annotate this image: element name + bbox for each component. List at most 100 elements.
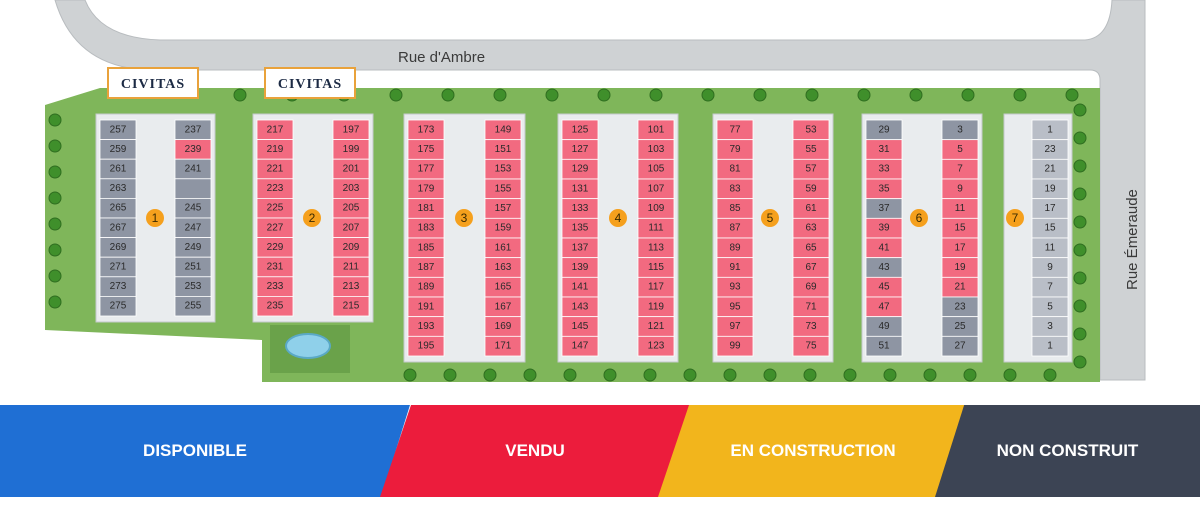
lot-99[interactable] — [716, 335, 754, 357]
blocks-layer: 2572592612632652672692712732752372392412… — [95, 113, 1073, 363]
lot-number: 77 — [729, 124, 741, 135]
lot-number: 191 — [418, 301, 435, 312]
lot-number: 83 — [729, 183, 741, 194]
lot-number: 163 — [495, 262, 512, 273]
lot-number: 219 — [267, 144, 284, 155]
lot-number: 65 — [805, 242, 817, 253]
lot-number: 159 — [495, 223, 512, 234]
lot-number: 227 — [267, 222, 284, 233]
legend-available-label: DISPONIBLE — [143, 441, 247, 460]
svg-text:CIVITAS: CIVITAS — [278, 77, 342, 92]
lot-number: 67 — [805, 262, 817, 273]
lot-number: 257 — [110, 124, 127, 135]
lot-275[interactable] — [99, 295, 137, 317]
lot-number: 127 — [572, 144, 589, 155]
lot-number: 101 — [648, 124, 665, 135]
lot-number: 171 — [495, 341, 512, 352]
lot-number: 93 — [729, 282, 741, 293]
lot-number: 25 — [954, 321, 966, 332]
lot-number: 73 — [805, 321, 817, 332]
lot-171[interactable] — [484, 335, 522, 357]
lot-number: 181 — [418, 203, 435, 214]
lot-number: 3 — [957, 124, 963, 135]
lot-blank[interactable] — [174, 178, 212, 199]
lot-195[interactable] — [407, 335, 445, 357]
lot-number: 173 — [418, 124, 435, 135]
lot-number: 165 — [495, 282, 512, 293]
lot-75[interactable] — [792, 335, 830, 357]
lot-number: 125 — [572, 124, 589, 135]
lot-number: 213 — [343, 281, 360, 292]
lot-number: 107 — [648, 183, 665, 194]
lot-number: 239 — [185, 144, 202, 155]
lot-number: 17 — [1044, 203, 1056, 214]
block-4: 1251271291311331351371391411431451471011… — [557, 113, 679, 363]
lot-235[interactable] — [256, 295, 294, 317]
roads — [54, 0, 1146, 381]
lot-number: 167 — [495, 301, 512, 312]
lot-number: 151 — [495, 144, 512, 155]
lot-number: 267 — [110, 222, 127, 233]
lot-number: 139 — [572, 262, 589, 273]
lot-number: 19 — [954, 262, 966, 273]
lot-number: 99 — [729, 341, 741, 352]
lot-number: 81 — [729, 164, 741, 175]
lot-number: 103 — [648, 144, 665, 155]
lot-255[interactable] — [174, 295, 212, 317]
legend-not-built-label: NON CONSTRUIT — [996, 441, 1139, 460]
lot-number: 183 — [418, 223, 435, 234]
lot-number: 161 — [495, 242, 512, 253]
street-label-right: Rue Émeraude — [1124, 189, 1141, 290]
lot-number: 207 — [343, 222, 360, 233]
lot-number: 195 — [418, 341, 435, 352]
svg-text:7: 7 — [1012, 211, 1019, 225]
lot-number: 47 — [878, 301, 890, 312]
lot-number: 37 — [878, 203, 890, 214]
lot-number: 9 — [1047, 262, 1053, 273]
pool — [285, 333, 331, 359]
legend-construction: EN CONSTRUCTION — [658, 405, 968, 497]
lot-number: 205 — [343, 203, 360, 214]
lot-number: 63 — [805, 223, 817, 234]
lot-number: 237 — [185, 124, 202, 135]
lot-number: 9 — [957, 183, 963, 194]
lot-1[interactable] — [1031, 335, 1069, 357]
lot-51[interactable] — [865, 335, 903, 357]
lot-number: 1 — [1047, 341, 1053, 352]
lot-number: 15 — [1044, 223, 1056, 234]
lot-number: 221 — [267, 164, 284, 175]
lot-number: 21 — [1044, 164, 1056, 175]
svg-text:6: 6 — [916, 211, 923, 225]
lot-number: 149 — [495, 124, 512, 135]
lot-number: 69 — [805, 282, 817, 293]
lot-number: 39 — [878, 223, 890, 234]
lot-27[interactable] — [941, 335, 979, 357]
lot-number: 43 — [878, 262, 890, 273]
lot-number: 57 — [805, 164, 817, 175]
lot-number: 19 — [1044, 183, 1056, 194]
lot-number: 51 — [878, 341, 890, 352]
lot-215[interactable] — [332, 295, 370, 317]
svg-text:1: 1 — [152, 211, 159, 225]
lot-number: 217 — [267, 124, 284, 135]
lot-number: 185 — [418, 242, 435, 253]
lot-number: 253 — [185, 281, 202, 292]
block-number-badge: 2 — [303, 209, 321, 227]
lot-number: 131 — [572, 183, 589, 194]
lot-number: 7 — [1047, 282, 1053, 293]
lot-number: 5 — [1047, 301, 1053, 312]
lot-number: 49 — [878, 321, 890, 332]
lot-number: 209 — [343, 242, 360, 253]
lot-number: 119 — [648, 301, 664, 312]
lot-number: 137 — [572, 242, 589, 253]
lot-number: 41 — [878, 242, 890, 253]
lot-147[interactable] — [561, 335, 599, 357]
lot-number: 147 — [572, 341, 589, 352]
legend-available: DISPONIBLE — [0, 405, 410, 497]
lot-number: 113 — [648, 242, 664, 253]
lot-123[interactable] — [637, 335, 675, 357]
lot-number: 115 — [648, 262, 664, 273]
lot-number: 35 — [878, 183, 890, 194]
lot-number: 153 — [495, 164, 512, 175]
lot-number: 223 — [267, 183, 284, 194]
